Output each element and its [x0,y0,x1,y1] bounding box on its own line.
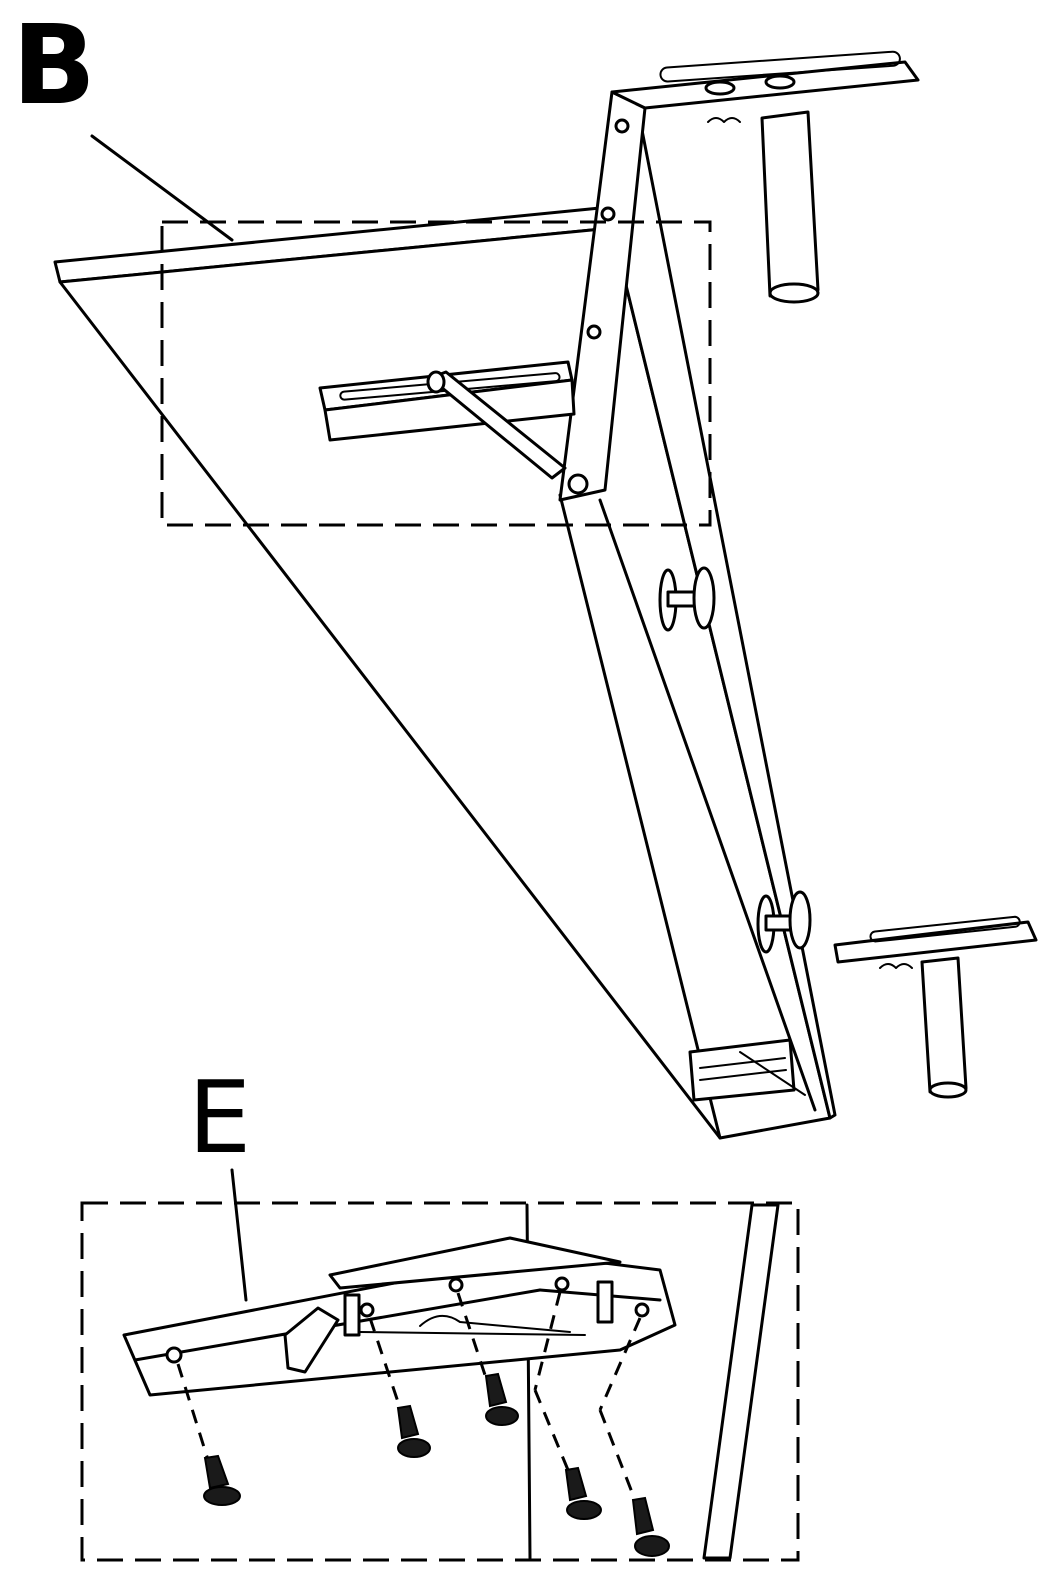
bottom-slide-rail [688,1038,806,1102]
callout-label-e: E [188,1059,252,1176]
leg-icon [920,956,968,1099]
shelf-board [53,118,837,1140]
screw-icon [396,1404,431,1458]
leg-icon [760,110,820,304]
detail-box-e [80,1168,800,1562]
middle-slide-rail [318,360,576,480]
upper-bracket-arm [558,50,920,502]
callout-label-b: B [12,1,96,129]
knob-icon [756,890,812,954]
screw-icon [484,1372,519,1426]
leader-line-b [90,134,234,242]
lower-bracket-arm [833,915,1038,1099]
screw-icon [564,1466,602,1520]
detail-box-b [160,220,712,527]
screw-icon [631,1496,670,1557]
screw-icon [203,1454,241,1506]
knob-icon [658,566,716,632]
